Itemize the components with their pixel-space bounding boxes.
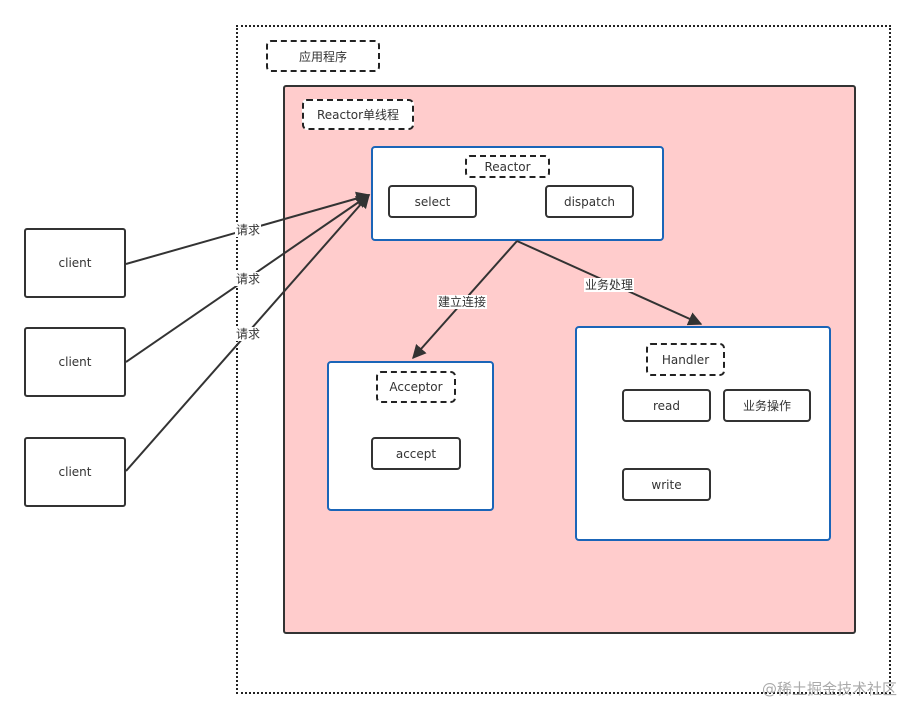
edge-label-request: 请求 bbox=[235, 272, 262, 286]
write-node[interactable]: write bbox=[622, 468, 711, 501]
client-node[interactable]: client bbox=[24, 327, 126, 397]
reactor-label: Reactor bbox=[465, 155, 550, 178]
client-node[interactable]: client bbox=[24, 437, 126, 507]
edge-label-request: 请求 bbox=[235, 327, 262, 341]
read-node[interactable]: read bbox=[622, 389, 711, 422]
edge-label-request: 请求 bbox=[235, 223, 262, 237]
edge-label-establish-connection: 建立连接 bbox=[437, 295, 488, 309]
reactor-thread-label: Reactor单线程 bbox=[302, 99, 414, 130]
edge-label-business-processing: 业务处理 bbox=[584, 278, 635, 292]
acceptor-label: Acceptor bbox=[376, 371, 456, 403]
accept-node[interactable]: accept bbox=[371, 437, 461, 470]
select-node[interactable]: select bbox=[388, 185, 477, 218]
handler-label: Handler bbox=[646, 343, 725, 376]
dispatch-node[interactable]: dispatch bbox=[545, 185, 634, 218]
business-operation-node[interactable]: 业务操作 bbox=[723, 389, 811, 422]
client-node[interactable]: client bbox=[24, 228, 126, 298]
application-label: 应用程序 bbox=[266, 40, 380, 72]
watermark: @稀土掘金技术社区 bbox=[761, 680, 897, 698]
